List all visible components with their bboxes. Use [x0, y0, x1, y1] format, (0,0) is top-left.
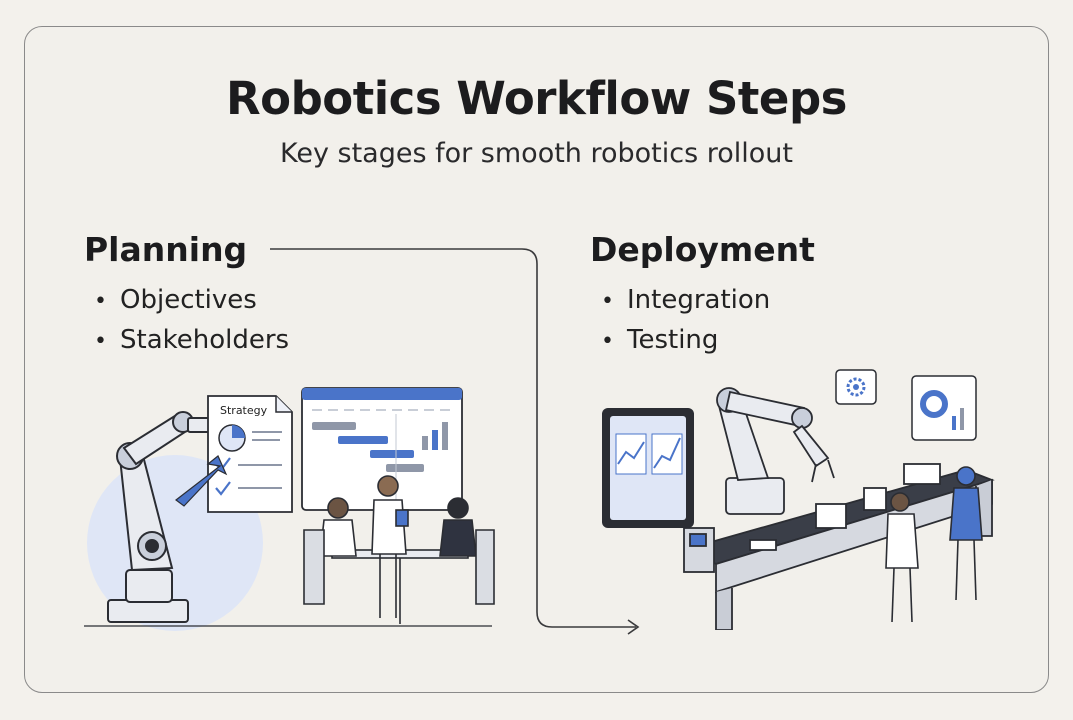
diagram-subtitle: Key stages for smooth robotics rollout [279, 138, 794, 169]
tablet-chart-icon [602, 408, 694, 528]
gear-icon [835, 369, 877, 405]
strategy-doc-label: Strategy [220, 404, 268, 417]
deployment-item-testing: Testing [601, 320, 770, 360]
strategy-document-icon: Strategy [207, 395, 293, 513]
robot-arm-icon [107, 411, 211, 623]
conveyor-belt-icon [683, 463, 995, 630]
deployment-illustration [602, 369, 995, 630]
pointer-icon [175, 455, 228, 507]
team-meeting-icon [303, 475, 495, 624]
donut-chart-icon [911, 375, 977, 441]
planning-illustration: Strategy [84, 387, 495, 631]
deployment-list: Integration Testing [601, 280, 770, 360]
diagram-title: Robotics Workflow Steps [226, 72, 847, 125]
deployment-heading: Deployment [590, 230, 815, 269]
planning-item-stakeholders: Stakeholders [94, 320, 289, 360]
planning-heading: Planning [84, 230, 248, 269]
gantt-dashboard-icon [301, 387, 463, 511]
planning-item-objectives: Objectives [94, 280, 289, 320]
deployment-item-integration: Integration [601, 280, 770, 320]
planning-list: Objectives Stakeholders [94, 280, 289, 360]
